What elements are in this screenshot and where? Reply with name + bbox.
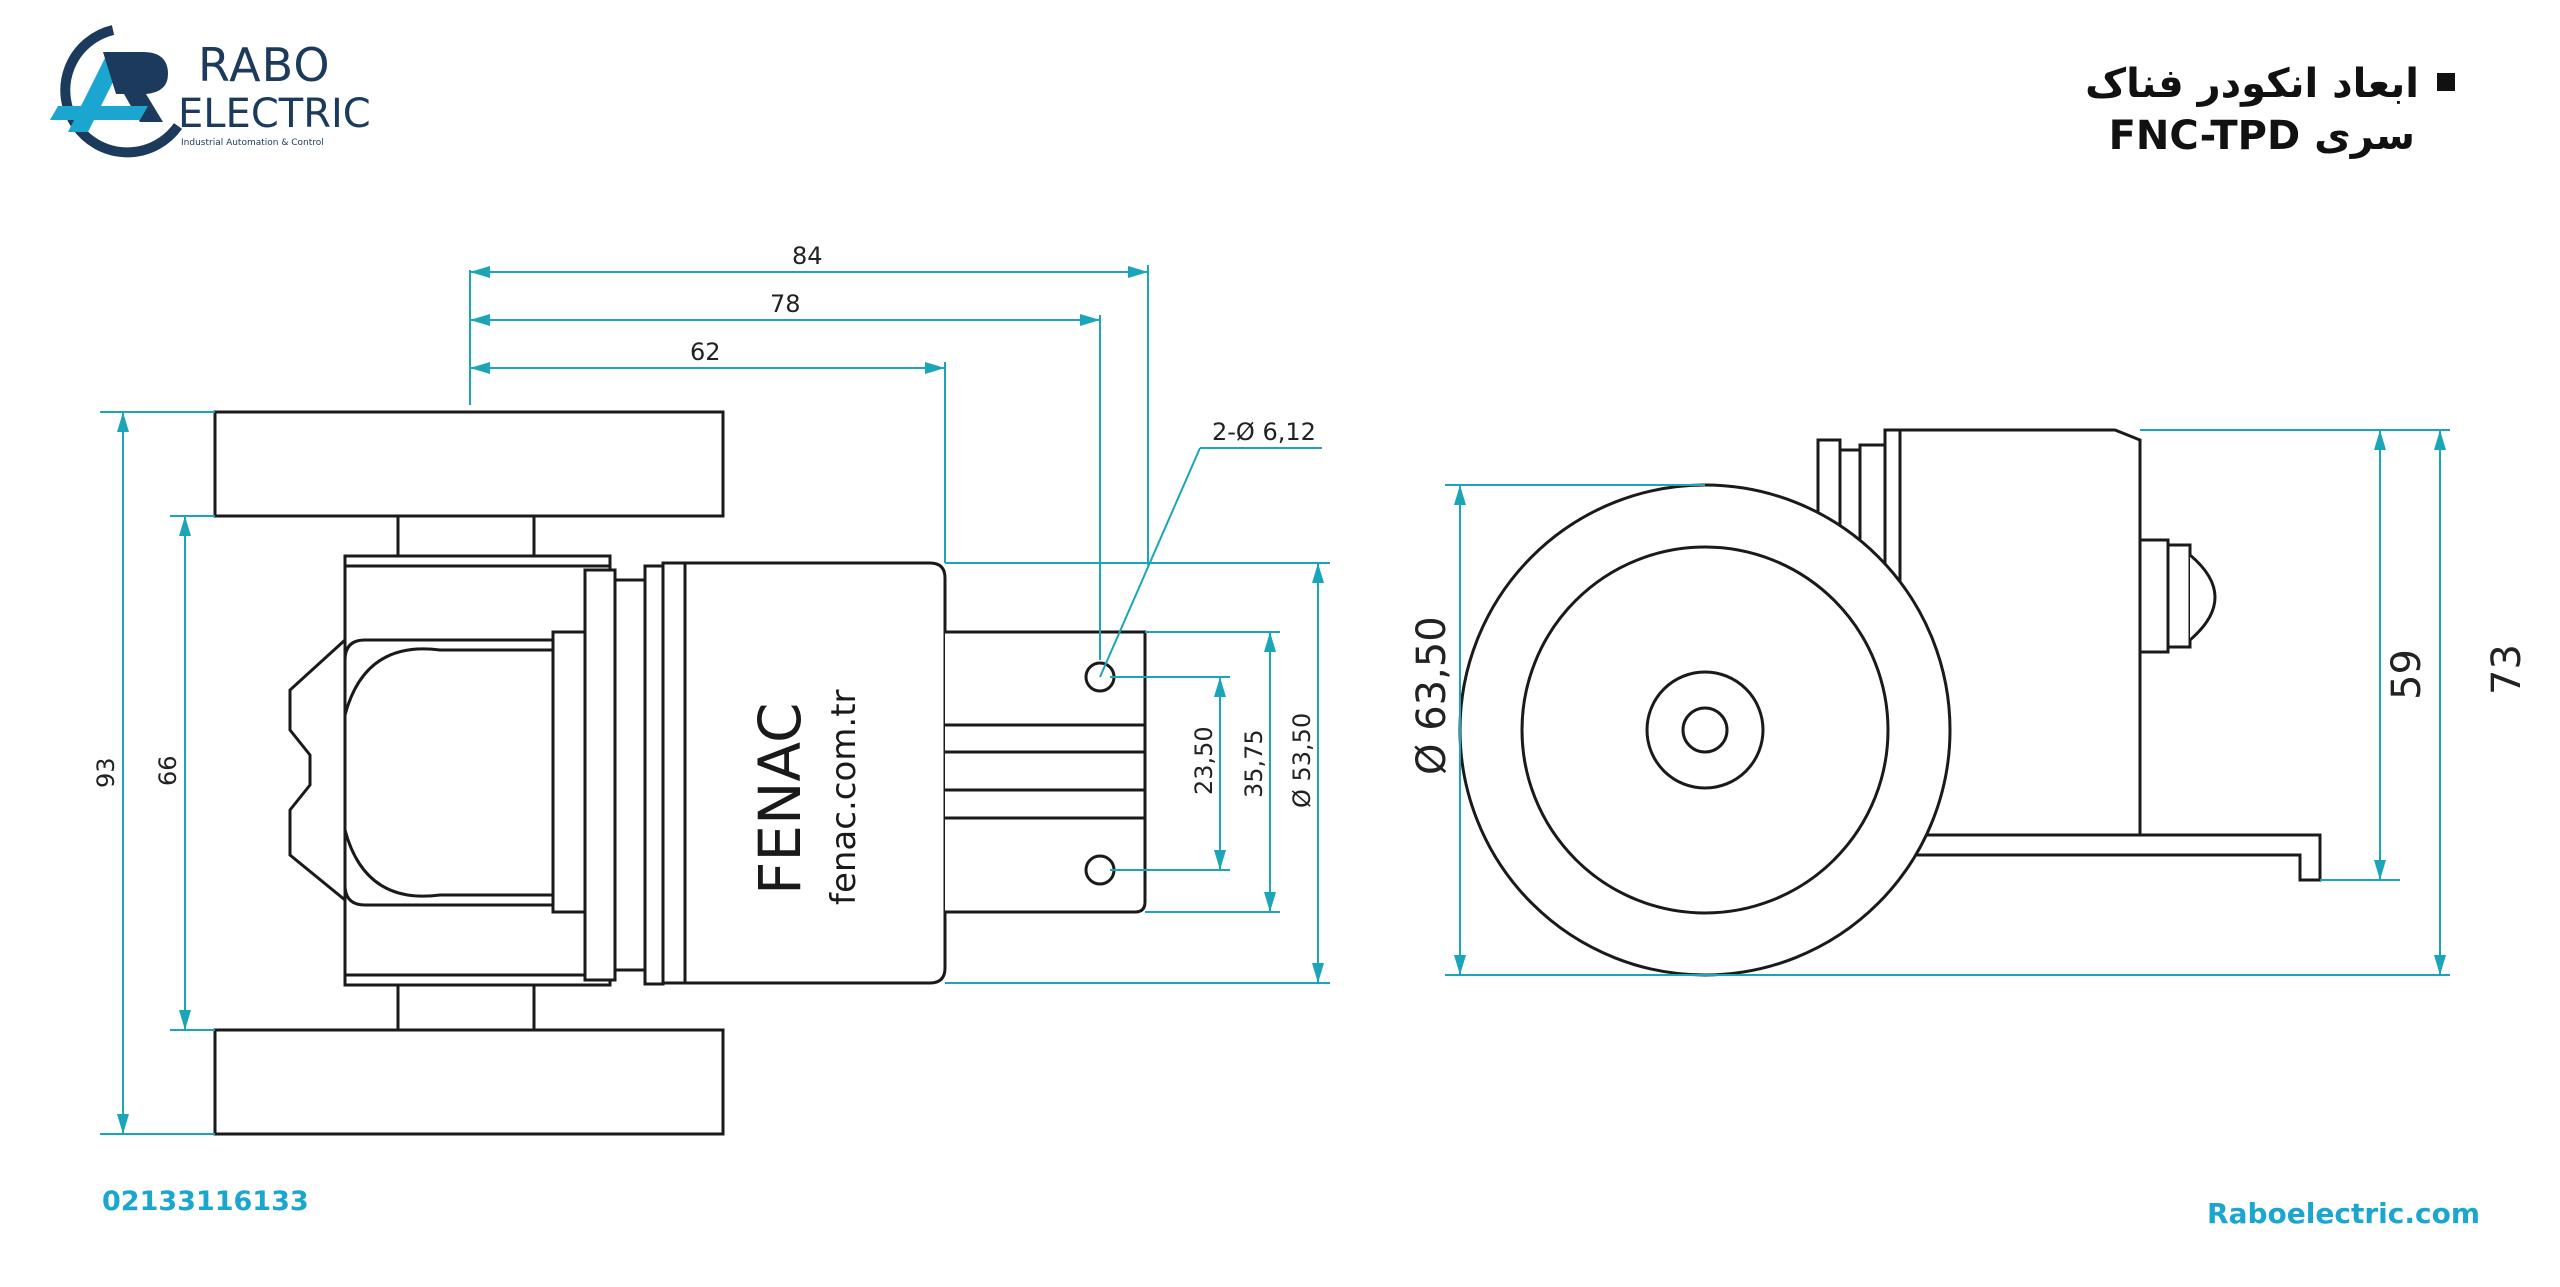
arm-body	[343, 554, 612, 987]
top-wheel	[213, 410, 725, 518]
arm-bracket	[288, 638, 347, 902]
bottom-wheel	[213, 1028, 725, 1136]
mount-hole-bottom	[1084, 854, 1116, 886]
rabo-logo-mark-icon	[50, 25, 183, 158]
title-line-2: سری FNC-TPD	[2108, 113, 2415, 159]
mounting-plate	[945, 630, 1147, 914]
side-hub-hole	[1681, 706, 1729, 754]
dim-93: 93	[92, 757, 120, 788]
encoder-body	[661, 561, 947, 985]
side-dimensions	[1445, 429, 2450, 976]
dim-23-50: 23,50	[1190, 726, 1218, 795]
dim-hole: 2-Ø 6,12	[1212, 418, 1316, 446]
dim-63-50: Ø 63,50	[1409, 616, 1455, 775]
top-shaft	[396, 514, 536, 558]
dim-53-50: Ø 53,50	[1288, 713, 1316, 808]
side-base-plate	[1835, 833, 2322, 882]
dim-62: 62	[690, 338, 721, 366]
rabo-electric-logo: RABO ELECTRIC Industrial Automation & Co…	[28, 22, 371, 162]
dim-78: 78	[770, 290, 801, 318]
flange-2	[583, 568, 617, 982]
flange-4	[643, 564, 665, 986]
brand-url: fenac.com.tr	[824, 689, 864, 905]
brand-label: FENAC	[746, 702, 814, 895]
logo-text-electric: ELECTRIC	[178, 91, 371, 137]
dim-84: 84	[792, 242, 823, 270]
dim-66: 66	[154, 755, 182, 786]
flange-3	[613, 578, 647, 972]
dim-73: 73	[2484, 644, 2530, 695]
dim-59: 59	[2384, 649, 2430, 700]
logo-tagline: Industrial Automation & Control	[181, 138, 324, 148]
bottom-shaft	[396, 983, 536, 1032]
logo-text-rabo: RABO	[198, 38, 331, 92]
side-gland-nut	[2138, 538, 2170, 654]
website-link[interactable]: Raboelectric.com	[2207, 1197, 2480, 1230]
phone-number: 02133116133	[102, 1186, 309, 1217]
side-view	[1458, 428, 2322, 977]
title-line-1: ابعاد انکودر فناک	[2085, 61, 2419, 107]
dim-35-75: 35,75	[1240, 729, 1268, 798]
front-view	[213, 410, 1147, 1136]
page-title: ابعاد انکودر فناک سری FNC-TPD	[2085, 58, 2455, 162]
front-dimensions	[100, 265, 1330, 1135]
bullet-icon	[2437, 73, 2455, 91]
